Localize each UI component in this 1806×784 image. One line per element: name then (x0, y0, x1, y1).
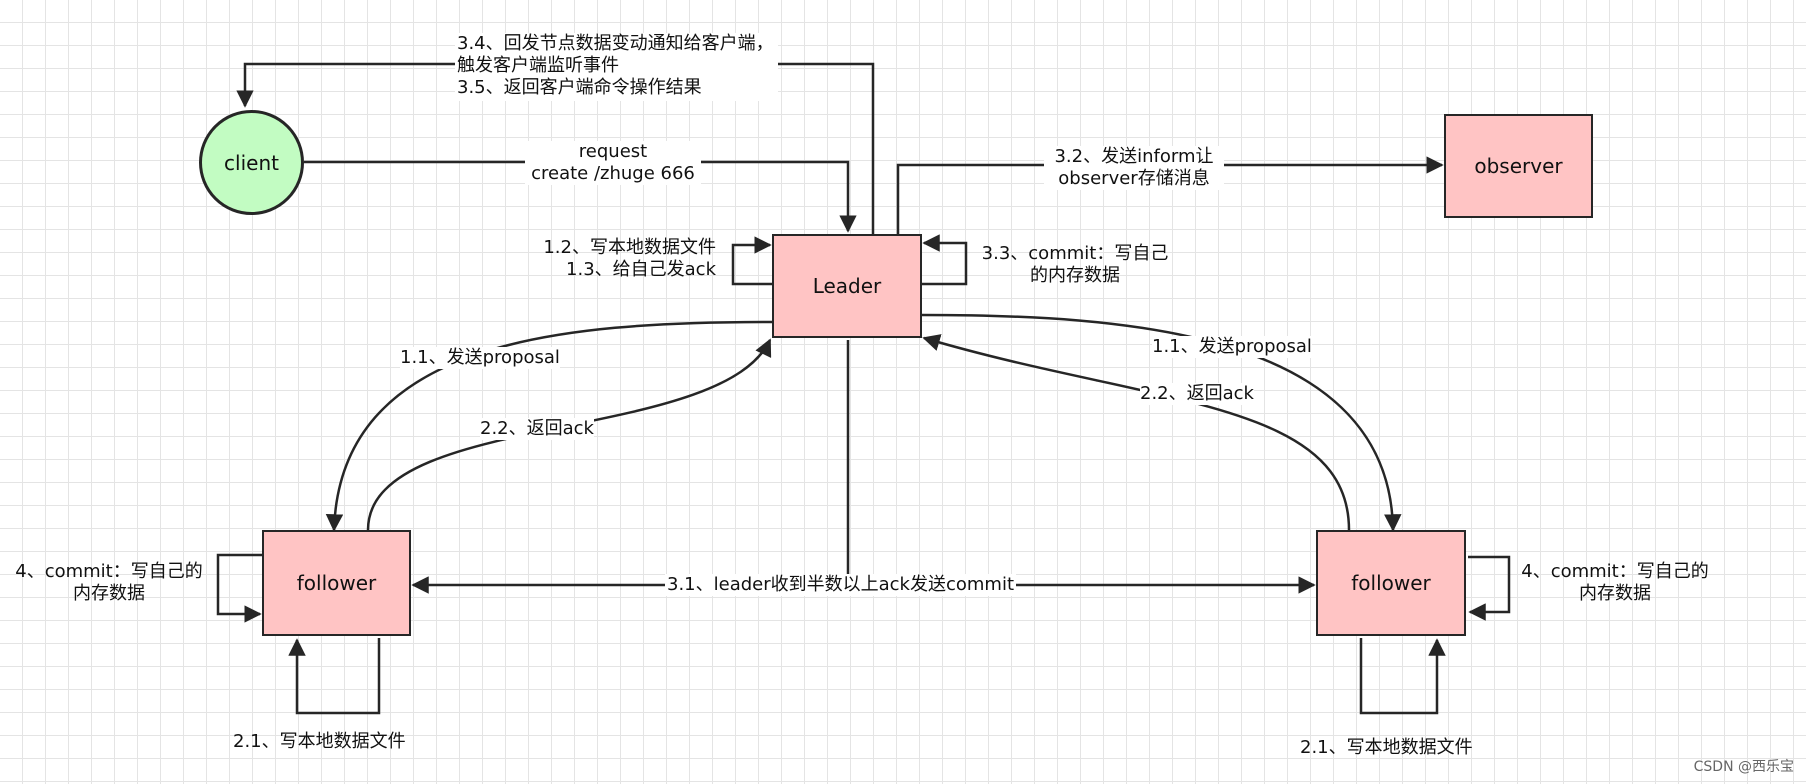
edge-left-self-write (288, 638, 381, 715)
ack-right-label: 2.2、返回ack (1140, 383, 1254, 405)
edge-leader-self-commit (922, 234, 968, 286)
notify-client-label: 3.4、回发节点数据变动通知给客户端， 触发客户端监听事件 3.5、返回客户端命… (455, 33, 778, 101)
write-local-line-1: 1.2、写本地数据文件 (543, 237, 716, 258)
follower-right-commit-line-1: 4、commit：写自己的 (1521, 561, 1709, 582)
client-node-label: client (224, 150, 279, 175)
leader-node[interactable]: Leader (772, 234, 922, 338)
watermark: CSDN @西乐宝 (1693, 759, 1794, 775)
observer-node-label: observer (1474, 154, 1563, 178)
request-label: request create /zhuge 666 (525, 141, 701, 185)
follower-right-commit-label: 4、commit：写自己的 内存数据 (1512, 561, 1718, 605)
edge-right-self-write (1359, 638, 1446, 715)
edge-ack-right (922, 334, 1351, 531)
notify-line-3: 3.5、返回客户端命令操作结果 (457, 77, 702, 98)
observer-node[interactable]: observer (1444, 114, 1593, 218)
commit-broadcast-label: 3.1、leader收到半数以上ack发送commit (665, 574, 1017, 596)
follower-left-write-label: 2.1、写本地数据文件 (233, 731, 406, 752)
leader-write-local-label: 1.2、写本地数据文件 1.3、给自己发ack (520, 237, 716, 281)
inform-observer-label: 3.2、发送inform让 observer存储消息 (1044, 146, 1224, 190)
edge-left-self-commit (216, 553, 262, 623)
edge-inform-observer (896, 156, 1444, 236)
leader-commit-line-1: 3.3、commit：写自己 (981, 243, 1169, 264)
inform-line-2: observer存储消息 (1058, 168, 1210, 189)
follower-left-commit-line-2: 内存数据 (73, 583, 145, 604)
follower-right-node[interactable]: follower (1316, 530, 1466, 636)
proposal-right-label: 1.1、发送proposal (1152, 336, 1312, 358)
edge-leader-self-write (731, 236, 772, 286)
follower-left-node[interactable]: follower (262, 530, 411, 636)
inform-line-1: 3.2、发送inform让 (1054, 146, 1214, 167)
client-node[interactable]: client (199, 110, 304, 215)
leader-commit-line-2: 的内存数据 (1030, 265, 1120, 286)
follower-left-commit-label: 4、commit：写自己的 内存数据 (6, 561, 212, 605)
proposal-left-label: 1.1、发送proposal (400, 347, 560, 369)
write-local-line-2: 1.3、给自己发ack (566, 259, 716, 280)
follower-left-commit-line-1: 4、commit：写自己的 (15, 561, 203, 582)
notify-line-1: 3.4、回发节点数据变动通知给客户端， (457, 33, 774, 54)
follower-left-node-label: follower (296, 571, 377, 595)
ack-left-label: 2.2、返回ack (480, 418, 594, 440)
edge-request-leader (304, 160, 857, 233)
request-line-1: request (578, 141, 648, 162)
request-line-2: create /zhuge 666 (531, 163, 695, 184)
notify-line-2: 触发客户端监听事件 (457, 55, 619, 76)
leader-node-label: Leader (812, 274, 882, 298)
follower-right-write-label: 2.1、写本地数据文件 (1300, 737, 1473, 758)
leader-commit-label: 3.3、commit：写自己 的内存数据 (975, 243, 1175, 287)
follower-right-node-label: follower (1351, 571, 1431, 595)
edge-right-self-commit (1468, 555, 1511, 621)
follower-right-commit-line-2: 内存数据 (1579, 583, 1651, 604)
